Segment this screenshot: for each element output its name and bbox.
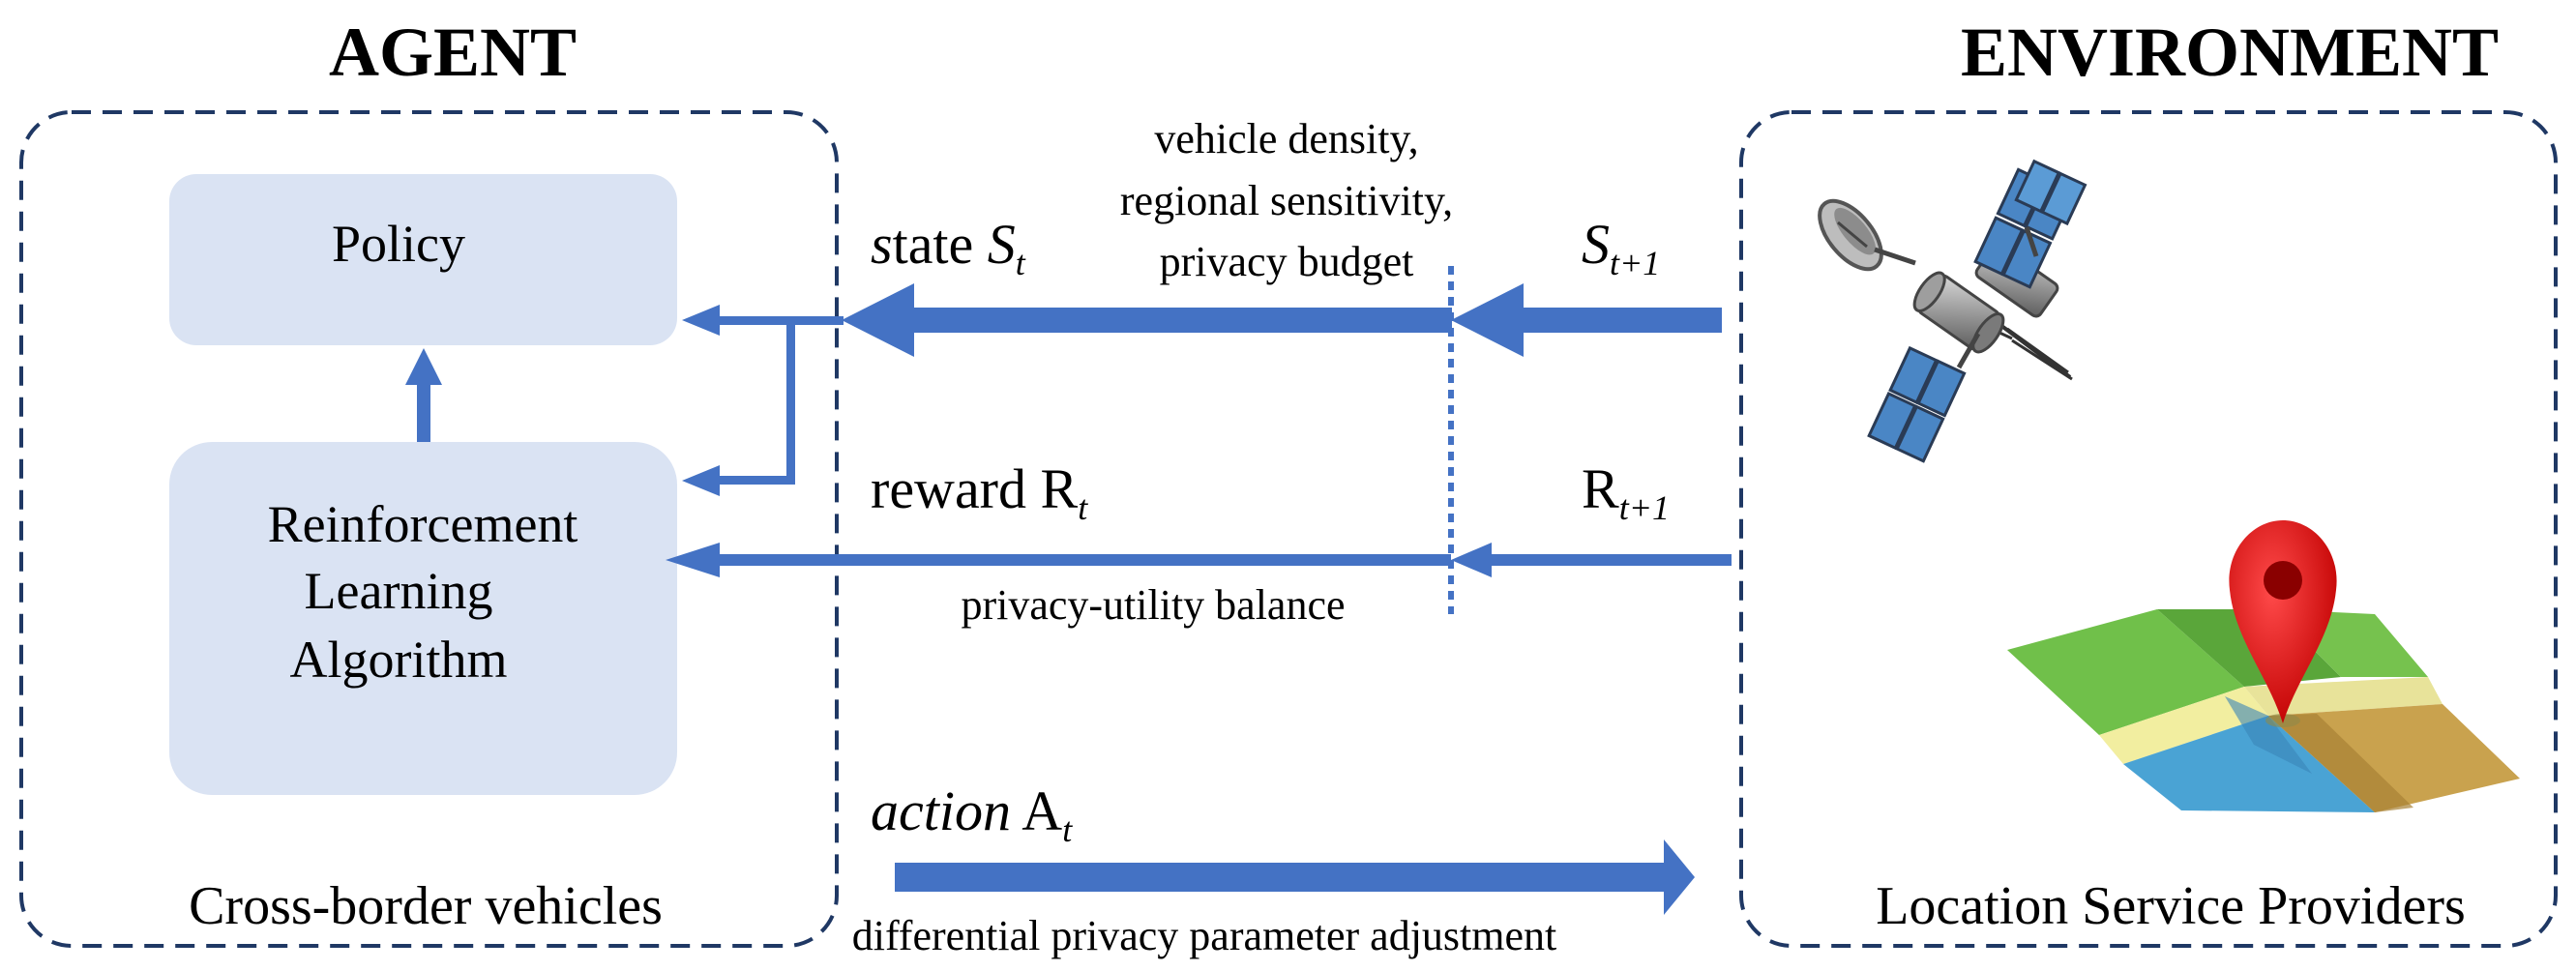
- state-label: state St: [871, 213, 1026, 282]
- state-next-label: St+1: [1582, 213, 1660, 282]
- algorithm-label-line2: Learning: [305, 562, 493, 620]
- state-note-line1: vehicle density,: [1154, 115, 1418, 162]
- reward-arrow: [666, 543, 1451, 577]
- policy-box: [169, 174, 677, 345]
- policy-label: Policy: [332, 215, 465, 273]
- reward-note: privacy-utility balance: [961, 581, 1345, 629]
- reward-next-arrow: [1451, 543, 1732, 577]
- state-branch-connector: [682, 305, 844, 496]
- environment-container: [1739, 110, 2558, 948]
- reward-label: reward Rt: [871, 457, 1088, 527]
- state-arrow: [842, 283, 1452, 357]
- agent-title: AGENT: [329, 14, 577, 91]
- action-arrow: [895, 839, 1695, 915]
- satellite-icon: [1818, 159, 2087, 463]
- state-note-line3: privacy budget: [1160, 238, 1414, 285]
- algorithm-label-line3: Algorithm: [290, 631, 508, 689]
- map-pin-icon: [2007, 520, 2520, 812]
- environment-footer: Location Service Providers: [1876, 876, 2466, 936]
- action-note: differential privacy parameter adjustmen…: [852, 912, 1557, 959]
- agent-footer: Cross-border vehicles: [189, 876, 663, 936]
- action-label: action At: [871, 780, 1073, 849]
- algorithm-to-policy-arrow: [405, 348, 442, 442]
- environment-title: ENVIRONMENT: [1961, 14, 2499, 91]
- reward-next-label: Rt+1: [1582, 457, 1670, 527]
- algorithm-label-line1: Reinforcement: [268, 495, 578, 553]
- state-note-line2: regional sensitivity,: [1120, 177, 1453, 224]
- algorithm-box: [169, 442, 677, 795]
- agent-container: [19, 110, 839, 948]
- state-next-arrow: [1451, 283, 1722, 357]
